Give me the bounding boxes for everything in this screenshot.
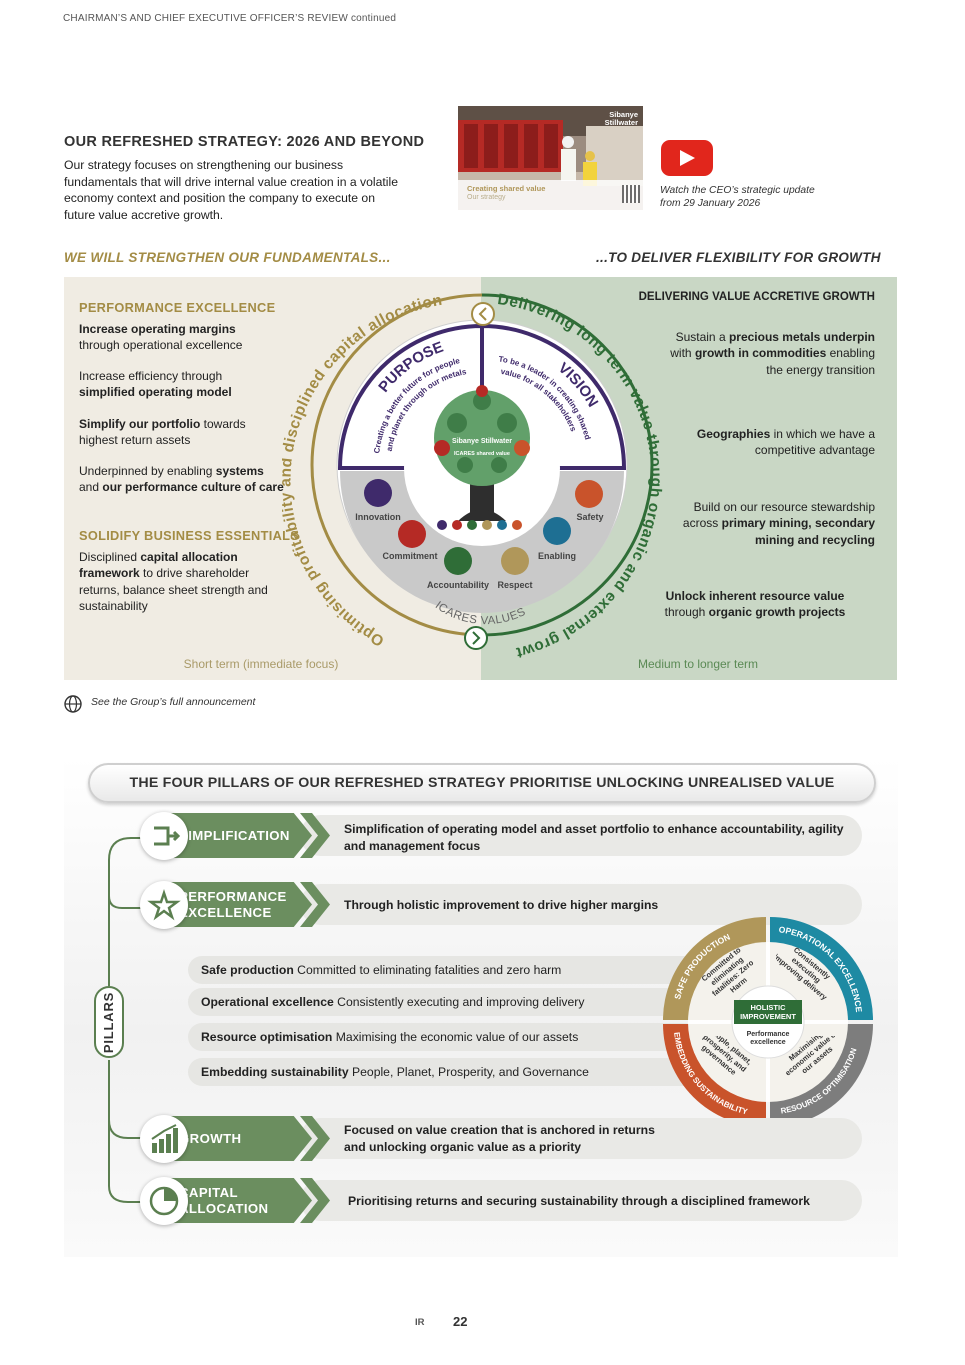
left-item-margins: Increase operating margins through opera… <box>79 322 243 353</box>
value-safety: Safety <box>576 512 603 522</box>
running-head: CHAIRMAN’S AND CHIEF EXECUTIVE OFFICER’S… <box>63 13 397 24</box>
capital-label-line1: CAPITAL <box>179 1184 238 1200</box>
performance-desc: Through holistic improvement to drive hi… <box>344 898 659 912</box>
pillars-connector <box>108 837 160 1203</box>
innovation-icon <box>364 479 392 507</box>
value-dots <box>437 520 522 530</box>
left-item-efficiency: Increase efficiency through simplified o… <box>79 369 232 400</box>
holistic-res-text: Maximising economic value of our assets <box>783 1036 840 1078</box>
simplification-icon <box>140 812 188 860</box>
holistic-oper-text: Consistently executing improving deliver… <box>776 946 833 1002</box>
video-brand: Sibanye Stillwater <box>604 110 638 127</box>
chevron-left-icon <box>471 302 495 326</box>
pillars-side-box <box>94 986 124 1058</box>
sub-item-operational-excellence: Operational excellence Consistently exec… <box>188 988 698 1016</box>
solidify-heading: SOLIDIFY BUSINESS ESSENTIALS <box>79 528 300 543</box>
left-item-capital: Disciplined capital allocation framework… <box>79 550 268 613</box>
globe-icon[interactable] <box>63 694 83 714</box>
right-item-metals: Sustain a precious metals underpin with … <box>670 330 875 377</box>
sub-item-embedding-sustainability: Embedding sustainability People, Planet,… <box>188 1058 708 1086</box>
video-caption-sub: Our strategy <box>467 194 506 201</box>
growth-desc: Focused on value creation that is anchor… <box>344 1123 655 1154</box>
page-number: 22 <box>453 1314 468 1329</box>
value-innovation: Innovation <box>355 512 401 522</box>
performance-icon <box>140 881 188 929</box>
value-enabling: Enabling <box>538 551 576 561</box>
value-commitment: Commitment <box>382 551 437 561</box>
right-item-stewardship: Build on our resource stewardship across… <box>682 500 875 547</box>
qr-code-icon <box>622 185 640 203</box>
holistic-safe-text: Committed to eliminating fatalities: Zer… <box>699 946 756 998</box>
holistic-center-1: HOLISTIC <box>751 1003 787 1012</box>
short-term-label: Short term (immediate focus) <box>183 657 339 671</box>
pillars-side-label-wrap: PILLARS <box>94 986 124 1058</box>
left-item-portfolio: Simplify our portfolio towards highest r… <box>79 417 246 448</box>
right-item-geographies: Geographies in which we have a competiti… <box>696 427 875 458</box>
ir-label: IR <box>415 1317 425 1328</box>
left-item-systems: Underpinned by enabling systems and our … <box>79 464 284 495</box>
tree-brand: Sibanye Stillwater <box>452 438 512 445</box>
outer-ring-left <box>310 293 483 637</box>
sub-item-safe-production: Safe production Committed to eliminating… <box>188 956 708 984</box>
strategy-intro: Our strategy focuses on strengthening ou… <box>64 158 398 222</box>
holistic-improvement-wheel: SAFE PRODUCTION OPERATIONAL EXCELLENCE E… <box>663 917 873 1127</box>
commitment-icon <box>398 520 426 548</box>
tree-icon <box>434 385 530 521</box>
capital-desc-bar <box>300 1180 862 1221</box>
performance-label-line2: EXCELLENCE <box>179 904 272 920</box>
holistic-center-4: excellence <box>750 1039 786 1046</box>
holistic-center-3: Performance <box>747 1031 790 1038</box>
strategy-title: OUR REFRESHED STRATEGY: 2026 AND BEYOND <box>64 134 425 150</box>
tree-label: ICARES shared value <box>454 451 510 457</box>
pillars-side-label: PILLARS <box>101 991 117 1053</box>
capital-desc: Prioritising returns and securing sustai… <box>348 1194 810 1208</box>
pie-chart-icon <box>140 1177 188 1225</box>
pillars-banner-text: THE FOUR PILLARS OF OUR REFRESHED STRATE… <box>129 775 835 791</box>
strategy-wheel: Optimising profitability and disciplined… <box>282 283 664 661</box>
simplification-label: SIMPLIFICATION <box>160 813 312 858</box>
respect-icon <box>501 547 529 575</box>
video-thumbnail[interactable]: Sibanye Stillwater Creating shared value… <box>458 106 643 210</box>
performance-label-line1: PERFORMANCE <box>179 888 287 904</box>
value-accountability: Accountability <box>427 580 489 590</box>
performance-desc-bar <box>300 884 862 925</box>
growth-label: GROWTH <box>160 1116 312 1161</box>
capital-label-line2: ALLOCATION <box>179 1200 269 1216</box>
growth-chart-icon <box>140 1115 188 1163</box>
accountability-icon <box>444 547 472 575</box>
enabling-icon <box>543 517 571 545</box>
flexibility-heading: ...TO DELIVER FLEXIBILITY FOR GROWTH <box>596 250 881 265</box>
value-respect: Respect <box>497 580 532 590</box>
fundamentals-heading: WE WILL STRENGTHEN OUR FUNDAMENTALS... <box>64 250 391 265</box>
safety-icon <box>575 480 603 508</box>
performance-excellence-heading: PERFORMANCE EXCELLENCE <box>79 300 276 315</box>
simplification-desc: Simplification of operating model and as… <box>344 822 844 853</box>
delivering-growth-heading: DELIVERING VALUE ACCRETIVE GROWTH <box>638 291 875 303</box>
mine-scene-image <box>458 106 643 210</box>
chevron-right-icon <box>464 626 488 650</box>
pillars-banner <box>88 763 876 803</box>
video-caption-title: Creating shared value <box>467 184 546 193</box>
sub-item-resource-optimisation: Resource optimisation Maximising the eco… <box>188 1023 698 1051</box>
holistic-center-2: IMPROVEMENT <box>740 1012 796 1021</box>
announcement-link[interactable]: See the Group’s full announcement <box>91 696 256 708</box>
video-watch-text: Watch the CEO’s strategic update from 29… <box>660 185 815 209</box>
simplification-desc-bar <box>300 815 862 856</box>
youtube-play-icon <box>680 150 695 166</box>
growth-desc-bar <box>300 1118 862 1159</box>
outer-ring-right <box>481 293 654 637</box>
long-term-label: Medium to longer term <box>637 657 759 671</box>
youtube-play-button[interactable] <box>661 140 713 176</box>
